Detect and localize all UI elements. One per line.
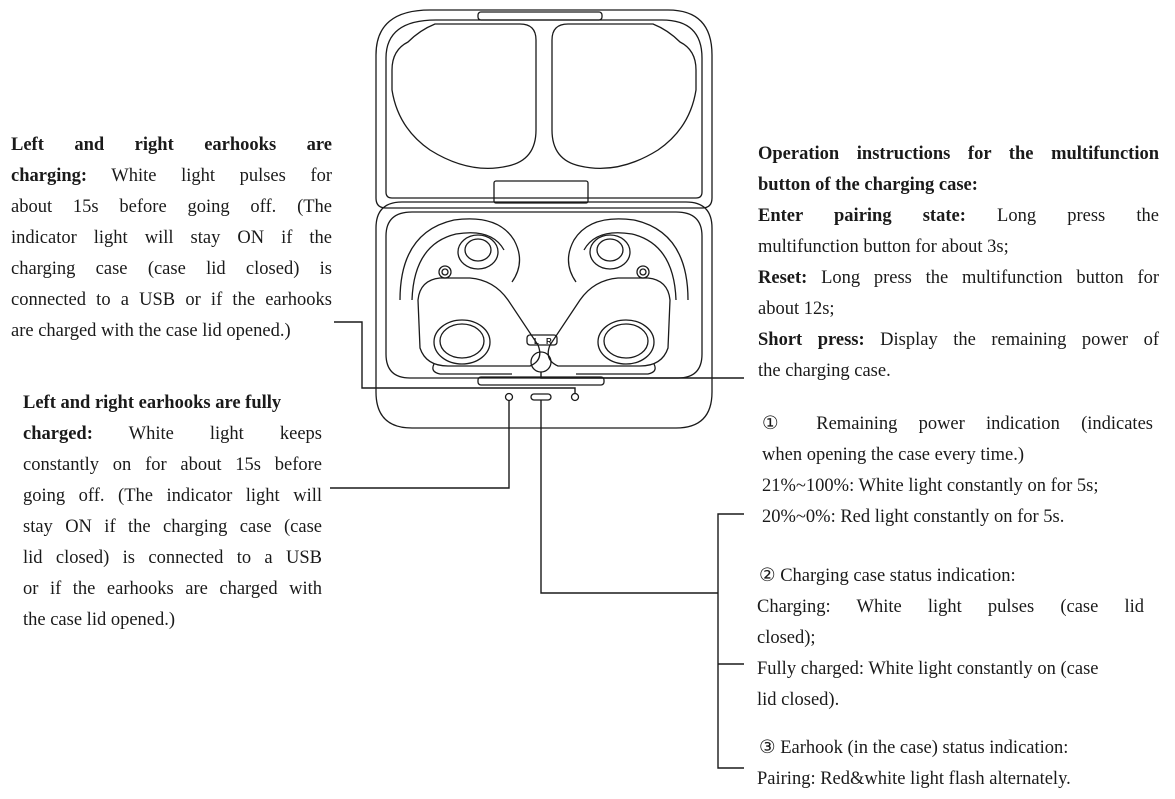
pairing-line-2: multifunction button for about 3s; xyxy=(758,237,1009,257)
right-indicator-light xyxy=(570,392,580,402)
left-charging-line-7: are charged with the case lid opened.) xyxy=(11,321,291,341)
left-full-line-3: constantly on for about 15s before xyxy=(23,455,322,475)
leader-case-light xyxy=(540,400,718,594)
left-full-line-6: lid closed) is connected to a USB xyxy=(23,548,322,568)
short-press-line-1: Short press: Display the remaining power… xyxy=(758,330,1160,350)
left-full-line-7: or if the earhooks are charged with xyxy=(23,579,322,599)
operation-instructions: Operation instructions for the multifunc… xyxy=(758,139,1159,387)
left-charging-line-2: charging: White light pulses for xyxy=(11,166,332,186)
multifunction-button xyxy=(530,351,552,373)
lr-left-label: L xyxy=(534,337,539,346)
left-fully-charged-text: Left and right earhooks are fully charge… xyxy=(23,388,322,636)
left-charging-line-5: charging case (case lid closed) is xyxy=(11,259,332,279)
lr-marker xyxy=(526,334,558,346)
power-line-3: 21%~100%: White light constantly on for … xyxy=(762,476,1099,496)
left-full-line-5: stay ON if the charging case (case xyxy=(23,517,322,537)
reset-line-2: about 12s; xyxy=(758,299,835,319)
status-line-3: closed); xyxy=(757,628,816,648)
left-charging-text: Left and right earhooks are charging: Wh… xyxy=(11,130,332,347)
case-status-indication: ② Charging case status indication: Charg… xyxy=(757,561,1144,716)
status-line-1: ② Charging case status indication: xyxy=(759,566,1016,586)
power-line-4: 20%~0%: Red light constantly on for 5s. xyxy=(762,507,1065,527)
left-indicator-light xyxy=(504,392,514,402)
short-press-line-2: the charging case. xyxy=(758,361,891,381)
left-full-line-8: the case lid opened.) xyxy=(23,610,176,630)
right-earhook xyxy=(547,218,689,375)
earhook-line-2: Pairing: Red&white light flash alternate… xyxy=(757,769,1071,789)
status-line-5: lid closed). xyxy=(757,690,840,710)
leader-fully-charged xyxy=(330,400,510,489)
reset-line-1: Reset: Long press the multifunction butt… xyxy=(758,268,1159,288)
case-indicator-light xyxy=(530,393,552,401)
power-line-2: when opening the case every time.) xyxy=(762,445,1024,465)
left-full-line-4: going off. (The indicator light will xyxy=(23,486,322,506)
lr-right-label: R xyxy=(546,337,552,346)
left-charging-line-3: about 15s before going off. (The xyxy=(11,197,332,217)
earhook-status-indication: ③ Earhook (in the case) status indicatio… xyxy=(757,733,1157,795)
left-earhook xyxy=(399,218,541,375)
left-full-heading-1: Left and right earhooks are fully xyxy=(23,393,282,413)
instructions-title-1: Operation instructions for the multifunc… xyxy=(758,144,1159,164)
case-lid xyxy=(375,9,713,209)
left-charging-line-6: connected to a USB or if the earhooks xyxy=(11,290,332,310)
pairing-line-1: Enter pairing state: Long press the xyxy=(758,206,1160,226)
status-line-2: Charging: White light pulses (case lid xyxy=(757,597,1144,617)
left-full-line-2: charged: White light keeps xyxy=(23,424,322,444)
left-charging-line-4: indicator light will stay ON if the xyxy=(11,228,332,248)
leader-button xyxy=(540,372,744,379)
instructions-title-2: button of the charging case: xyxy=(758,175,978,195)
leader-charging xyxy=(334,321,576,394)
earhook-line-1: ③ Earhook (in the case) status indicatio… xyxy=(759,738,1069,758)
left-charging-heading-1: Left and right earhooks are xyxy=(11,135,332,155)
remaining-power-indication: ① Remaining power indication (indicates … xyxy=(762,409,1153,533)
status-line-4: Fully charged: White light constantly on… xyxy=(757,659,1099,679)
power-line-1: ① Remaining power indication (indicates xyxy=(762,414,1153,434)
leader-bracket xyxy=(717,513,744,769)
